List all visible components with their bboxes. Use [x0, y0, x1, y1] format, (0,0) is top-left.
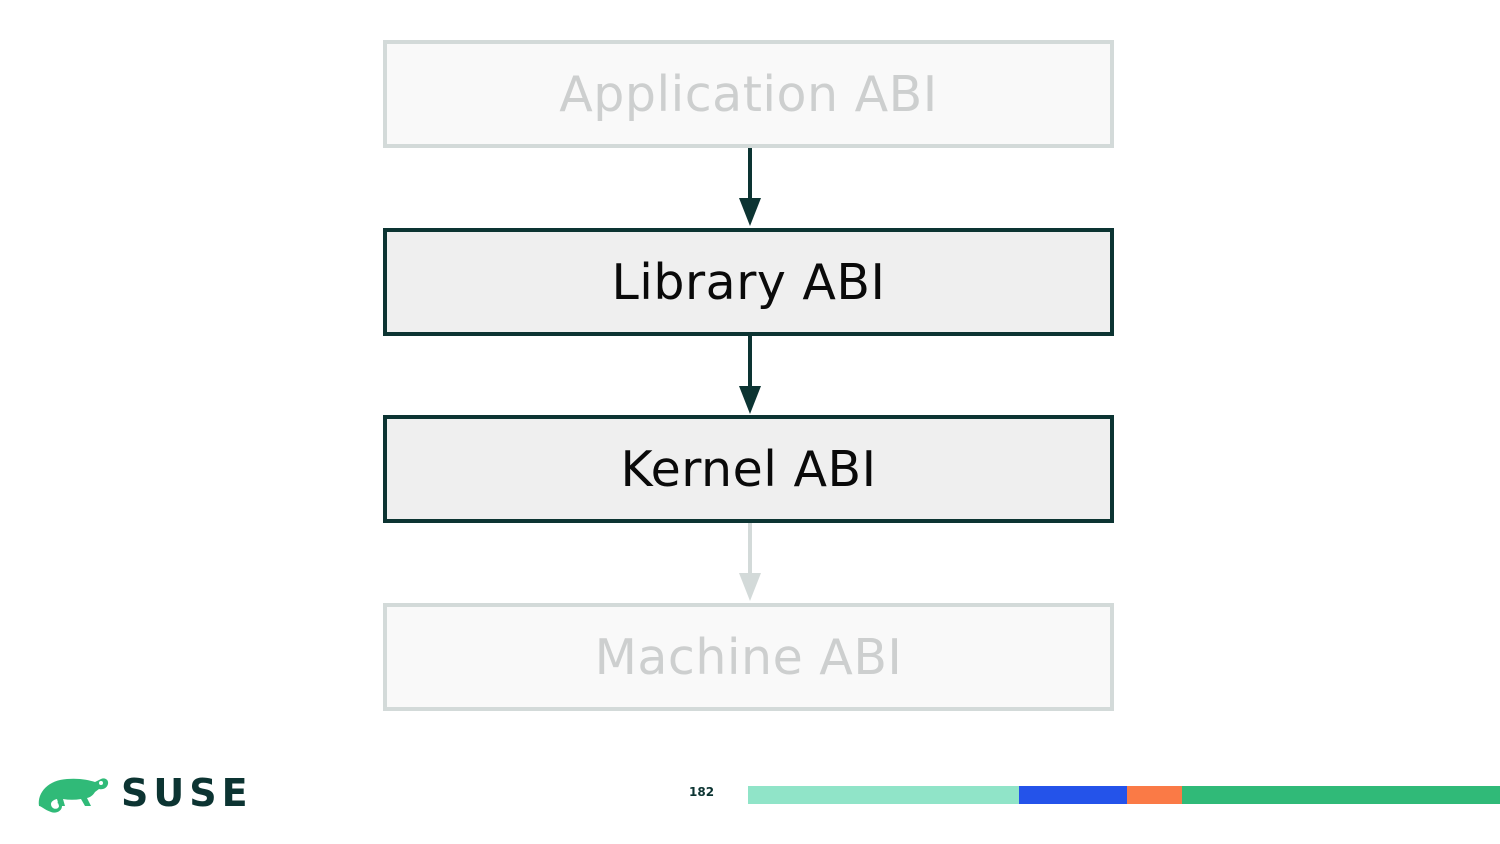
suse-logo: SUSE	[35, 770, 253, 816]
layer-library-abi: Library ABI	[383, 228, 1114, 336]
layer-machine-abi: Machine ABI	[383, 603, 1114, 711]
layer-application-abi: Application ABI	[383, 40, 1114, 148]
layer-label-application: Application ABI	[559, 65, 938, 123]
arrow-down-icon	[739, 336, 761, 414]
layer-label-machine: Machine ABI	[594, 628, 903, 686]
footer-bar-segment	[1182, 786, 1500, 804]
arrow-down-icon	[739, 148, 761, 226]
layer-label-kernel: Kernel ABI	[620, 440, 877, 498]
layer-kernel-abi: Kernel ABI	[383, 415, 1114, 523]
layer-label-library: Library ABI	[611, 253, 886, 311]
footer-bar-segment	[1127, 786, 1182, 804]
page-number: 182	[689, 785, 715, 799]
suse-chameleon-icon	[38, 778, 109, 813]
arrow-down-faded-icon	[739, 523, 761, 601]
footer-bar-segment	[1019, 786, 1127, 804]
suse-wordmark: SUSE	[121, 771, 253, 815]
footer-bar-segment	[748, 786, 1019, 804]
